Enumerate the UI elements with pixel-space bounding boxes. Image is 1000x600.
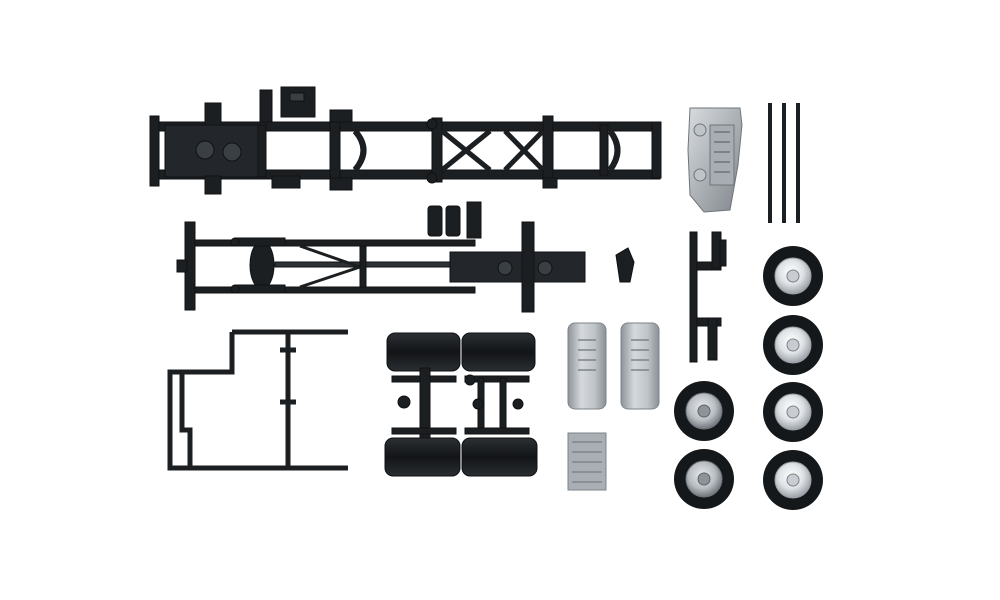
fuel-tank-right — [620, 322, 660, 410]
battery-box — [567, 432, 607, 491]
wheel — [763, 450, 823, 510]
wheel — [674, 449, 734, 509]
engine-block — [687, 107, 743, 213]
wheel — [763, 382, 823, 442]
wheels — [674, 246, 823, 510]
dual-axle-tire-set — [384, 332, 538, 477]
chassis-frame-long — [149, 86, 662, 195]
chassis-frame-short-with-driveshaft — [176, 201, 635, 313]
fuel-tank-left — [567, 322, 607, 410]
rods — [768, 103, 800, 223]
cab-support-frame — [167, 329, 348, 471]
mudguard-brackets — [689, 231, 727, 363]
wheel — [763, 246, 823, 306]
wheel — [674, 381, 734, 441]
wheel — [763, 315, 823, 375]
